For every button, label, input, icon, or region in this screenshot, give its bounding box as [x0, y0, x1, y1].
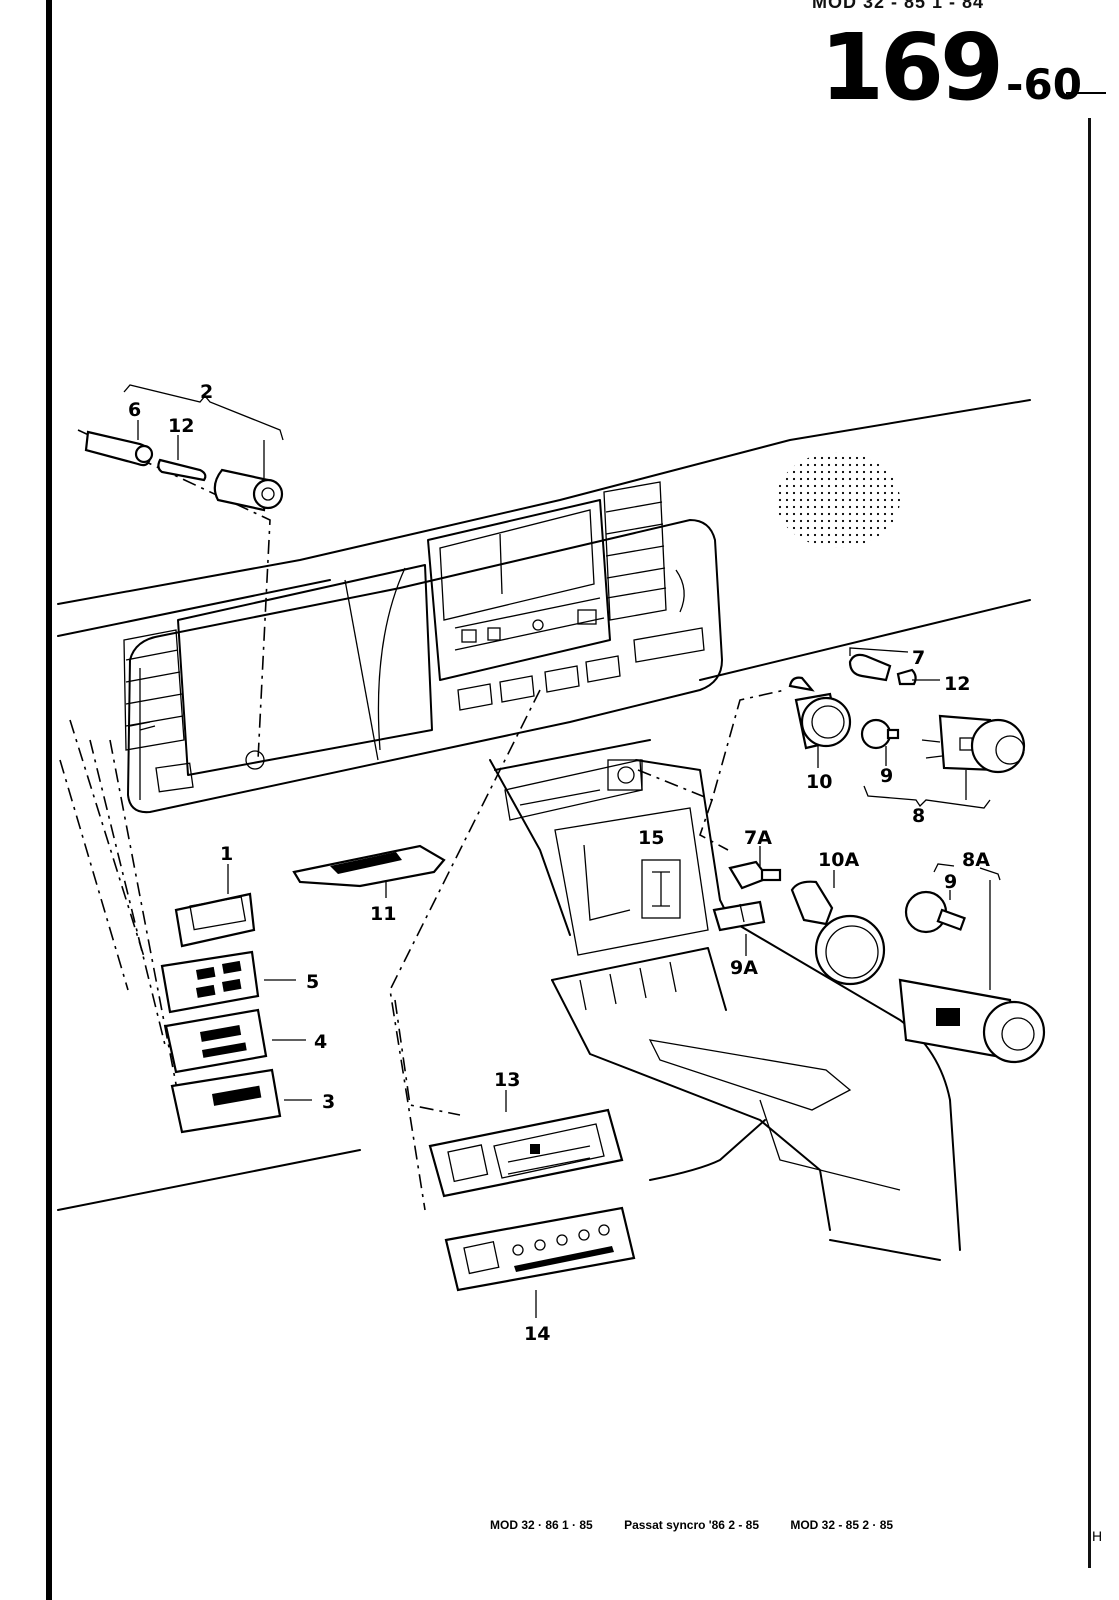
- callout-2: 2: [200, 381, 213, 403]
- callout-9: 9: [880, 765, 893, 787]
- callout-labels: 2 6 12 1 5 4 3 11 13 14 15 7 12 10 9 8 7…: [128, 381, 990, 1345]
- footer-revision-3: MOD 32 - 85 2 · 85: [790, 1518, 894, 1532]
- header-revision: MOD 32 - 85 1 - 84: [812, 0, 985, 12]
- callout-11: 11: [370, 903, 396, 925]
- part-trim-strip-11: [292, 844, 446, 898]
- callout-8: 8: [912, 805, 925, 827]
- callout-8A: 8A: [962, 849, 990, 871]
- callout-7A: 7A: [744, 827, 772, 849]
- page-number-rule: [1066, 92, 1106, 94]
- left-air-vent: [123, 629, 185, 751]
- part-switch-3: [170, 1068, 312, 1134]
- callout-13: 13: [494, 1069, 520, 1091]
- callout-6: 6: [128, 399, 141, 421]
- part-climate-panel-14: [444, 1206, 636, 1318]
- center-console: [489, 739, 961, 1261]
- callout-10: 10: [806, 771, 832, 793]
- edge-mark: H: [1092, 1528, 1103, 1544]
- page-number: 169-60: [820, 22, 1082, 114]
- callout-4: 4: [314, 1031, 327, 1053]
- callout-7: 7: [912, 647, 925, 669]
- part-switch-4: [164, 1008, 306, 1074]
- callout-10A: 10A: [818, 849, 859, 871]
- right-margin-rule: [1088, 118, 1091, 1568]
- callout-15: 15: [638, 827, 664, 849]
- leader-lines: [59, 429, 786, 1211]
- part-switch-blank-1: [174, 864, 256, 948]
- callout-5: 5: [306, 971, 319, 993]
- callout-14: 14: [524, 1323, 550, 1345]
- callout-1: 1: [220, 843, 233, 865]
- part-heater-panel-13: [428, 1090, 624, 1198]
- left-margin-rule: [46, 0, 52, 1600]
- dashboard-panel: [57, 399, 1031, 1211]
- center-stack: [427, 499, 621, 711]
- part-lighter-group-8A: [712, 846, 1046, 1064]
- instrument-cluster: [177, 564, 433, 776]
- page-number-sub: -60: [1006, 60, 1082, 109]
- part-switch-5: [160, 950, 296, 1014]
- callout-3: 3: [322, 1091, 335, 1113]
- right-air-vent: [603, 481, 705, 663]
- callout-9b: 9: [944, 871, 957, 893]
- callout-9A: 9A: [730, 957, 758, 979]
- callout-12: 12: [168, 415, 194, 437]
- page-number-main: 169: [820, 14, 1004, 121]
- speaker-grille: [776, 452, 900, 548]
- callout-12b: 12: [944, 673, 970, 695]
- footer-revision-2: Passat syncro '86 2 - 85: [624, 1518, 759, 1532]
- page-footer: MOD 32 · 86 1 · 85 Passat syncro '86 2 -…: [490, 1518, 921, 1532]
- part-bulb-holder-group-2: [84, 384, 284, 512]
- footer-revision-1: MOD 32 · 86 1 · 85: [490, 1518, 593, 1532]
- part-lighter-group-8: [788, 647, 1026, 809]
